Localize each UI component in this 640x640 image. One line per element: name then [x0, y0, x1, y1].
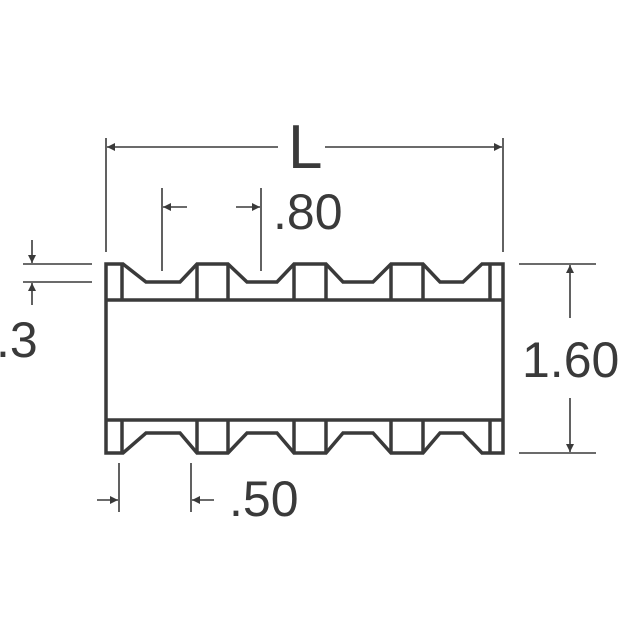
width-dimension-lines	[519, 263, 596, 454]
pitch-dimension-lines	[161, 188, 262, 271]
pitch-label: .80	[273, 184, 343, 240]
terminal-width-dimension-lines	[97, 463, 214, 512]
terminal-width-label: .50	[229, 471, 299, 527]
terminal-lines	[120, 264, 492, 453]
component-body	[104, 262, 505, 455]
length-label: L	[288, 113, 322, 182]
length-dimension-lines	[105, 138, 504, 252]
thickness-label: .3	[0, 312, 38, 368]
width-label: 1.60	[522, 332, 619, 388]
thickness-dimension-lines	[23, 240, 92, 305]
